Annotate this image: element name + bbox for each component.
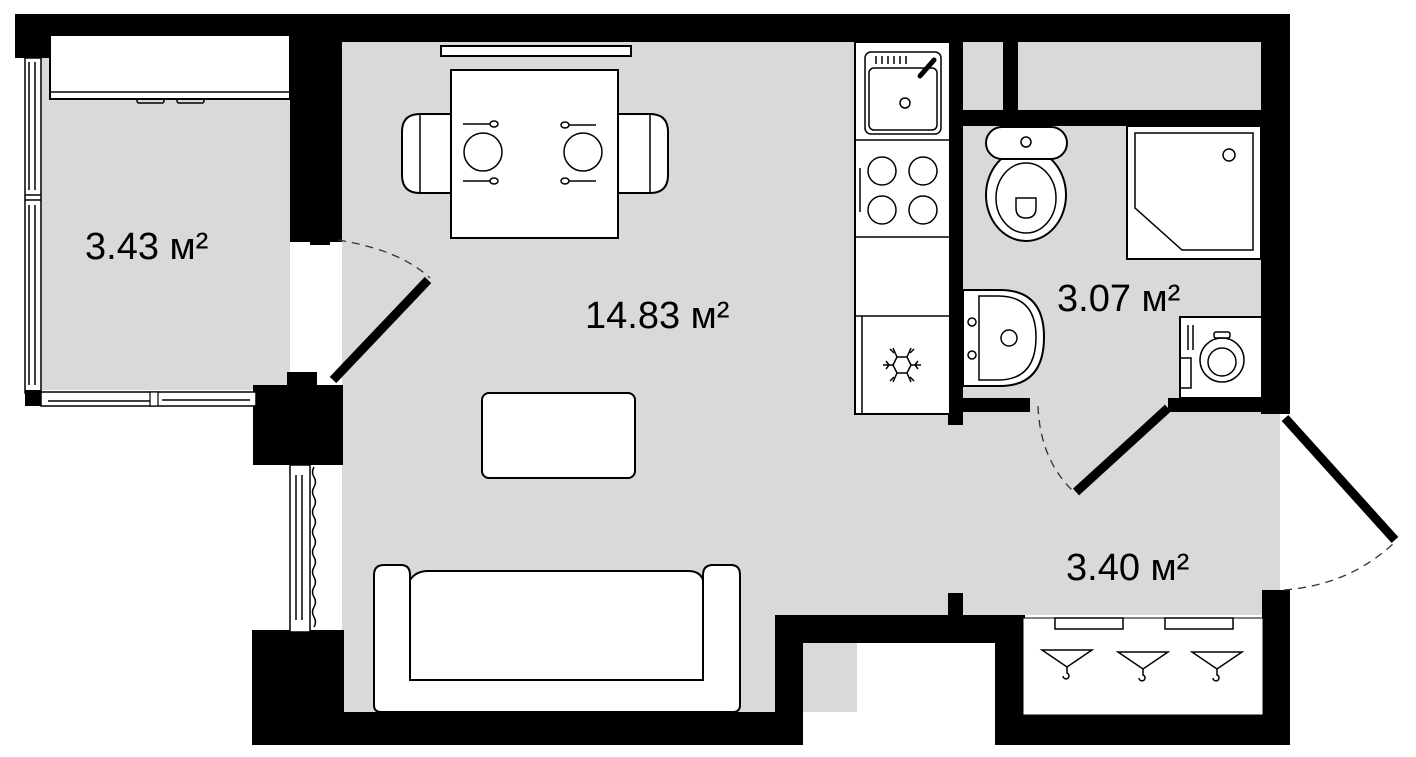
kitchen-sink: [855, 51, 950, 141]
wall-balcony-partition: [290, 35, 342, 242]
wall-bottom: [252, 712, 802, 745]
cooktop: [855, 156, 950, 238]
balcony: [24, 34, 291, 407]
bathroom: [962, 125, 1263, 496]
balcony-area-label: 3.43 м²: [85, 226, 209, 268]
living-room: [289, 45, 741, 713]
kitchen: [854, 41, 951, 415]
plate-left: [463, 132, 503, 172]
kitchen-counter-run: [854, 41, 951, 415]
wall-right-upper: [1261, 14, 1290, 414]
entrance-door[interactable]: [1281, 414, 1399, 591]
wall-bath-top: [950, 110, 1270, 126]
wall-top-left-corner: [15, 14, 50, 58]
balcony-door[interactable]: [329, 239, 432, 384]
bathroom-sink: [962, 289, 1046, 387]
wall-wardrobe-bottom: [995, 715, 1290, 745]
clothes-hanger-icon: [1039, 649, 1095, 680]
bathroom-door[interactable]: [1037, 404, 1172, 496]
snowflake-icon: [883, 347, 921, 383]
dining-table: [450, 69, 619, 239]
sofa: [373, 564, 741, 713]
wall-bath-bottom-right: [1168, 398, 1268, 412]
wall-bath-left: [948, 40, 963, 425]
fridge: [861, 316, 921, 414]
chair-left: [401, 113, 453, 194]
wardrobe: [1022, 617, 1264, 716]
plate-right: [563, 132, 603, 172]
toilet: [985, 126, 1068, 242]
chair-right: [617, 113, 669, 194]
wall-bath-bottom-left: [950, 398, 1030, 412]
wall-stub-a: [310, 235, 330, 245]
washing-machine: [1179, 316, 1263, 399]
coffee-table: [481, 392, 636, 479]
wall-pillar-middle: [253, 385, 343, 465]
wall-niche-stub: [948, 593, 963, 618]
balcony-cabinet: [49, 34, 291, 100]
tv-stand: [440, 45, 632, 57]
clothes-hanger-icon: [1189, 651, 1245, 682]
shaft-right-floor: [1018, 42, 1261, 110]
living-area-label: 14.83 м²: [585, 295, 730, 337]
cabinet-handle-left: [136, 98, 165, 104]
bathroom-area-label: 3.07 м²: [1057, 278, 1181, 320]
window-balcony-bottom: [40, 391, 257, 407]
cabinet-handle-right: [176, 98, 205, 104]
wall-shaft-divider: [1003, 40, 1018, 115]
hallway-area-label: 3.40 м²: [1066, 547, 1190, 589]
walls: [15, 14, 1290, 745]
hallway: [1022, 414, 1399, 716]
wall-pillar-cap: [287, 372, 317, 387]
shower-cabinet: [1126, 125, 1262, 260]
wall-niche-top: [775, 615, 1025, 643]
window-living: [289, 464, 317, 633]
window-balcony-left: [24, 57, 42, 406]
shaft-left-floor: [963, 42, 1003, 110]
hallway-floor: [855, 400, 1280, 615]
clothes-hanger-icon: [1115, 651, 1171, 682]
